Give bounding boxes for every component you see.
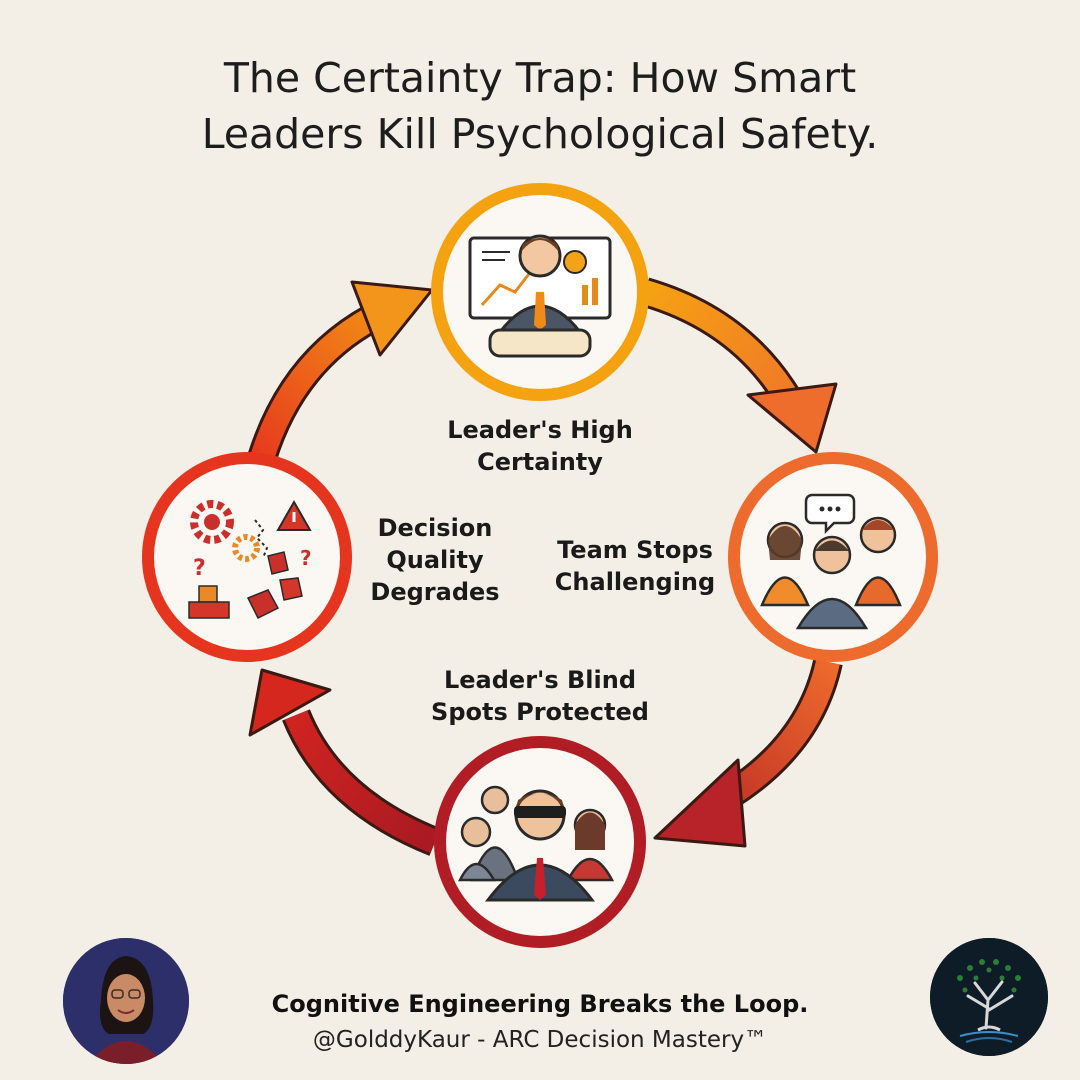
stage-quality-degrades-node: ? ? — [142, 452, 352, 662]
arrow-bottom-left — [248, 668, 441, 856]
footer-headline: Cognitive Engineering Breaks the Loop. — [271, 990, 809, 1018]
author-avatar — [63, 938, 189, 1064]
title-line-2: Leaders Kill Psychological Safety. — [201, 110, 879, 158]
page-title: The Certainty Trap: How Smart Leaders Ki… — [0, 50, 1080, 162]
stage-label-quality-degrades: Decision Quality Degrades — [362, 512, 508, 608]
stage-label-blind-spots: Leader's Blind Spots Protected — [420, 664, 660, 728]
label-line: Leader's High — [447, 416, 633, 444]
tree-logo-icon — [930, 938, 1048, 1056]
svg-text:?: ? — [300, 546, 312, 570]
label-line: Decision — [377, 514, 493, 542]
label-line: Challenging — [554, 568, 716, 596]
label-line: Certainty — [477, 448, 603, 476]
svg-text:?: ? — [193, 556, 206, 581]
leader-presenting-icon — [468, 234, 612, 358]
stage-blind-spots-node — [434, 736, 646, 948]
label-line: Leader's Blind — [443, 666, 637, 694]
stage-team-stops-node — [728, 452, 938, 662]
arrow-bottom-right — [653, 658, 843, 848]
footer-byline: @GolddyKaur - ARC Decision Mastery™ — [312, 1027, 768, 1053]
label-line: Team Stops — [557, 536, 713, 564]
stage-label-team-stops: Team Stops Challenging — [540, 534, 730, 598]
silent-team-icon — [760, 493, 902, 630]
label-line: Degrades — [370, 578, 500, 606]
label-line: Quality — [386, 546, 484, 574]
blindfolded-leader-icon — [457, 785, 615, 902]
stage-label-high-certainty: Leader's High Certainty — [440, 414, 640, 478]
title-line-1: The Certainty Trap: How Smart — [223, 54, 857, 102]
label-line: Spots Protected — [431, 698, 649, 726]
stage-high-certainty-node — [431, 183, 649, 401]
arrow-top-left — [247, 280, 434, 463]
arrow-top-right — [640, 277, 838, 454]
broken-process-icon: ? ? — [188, 499, 312, 620]
